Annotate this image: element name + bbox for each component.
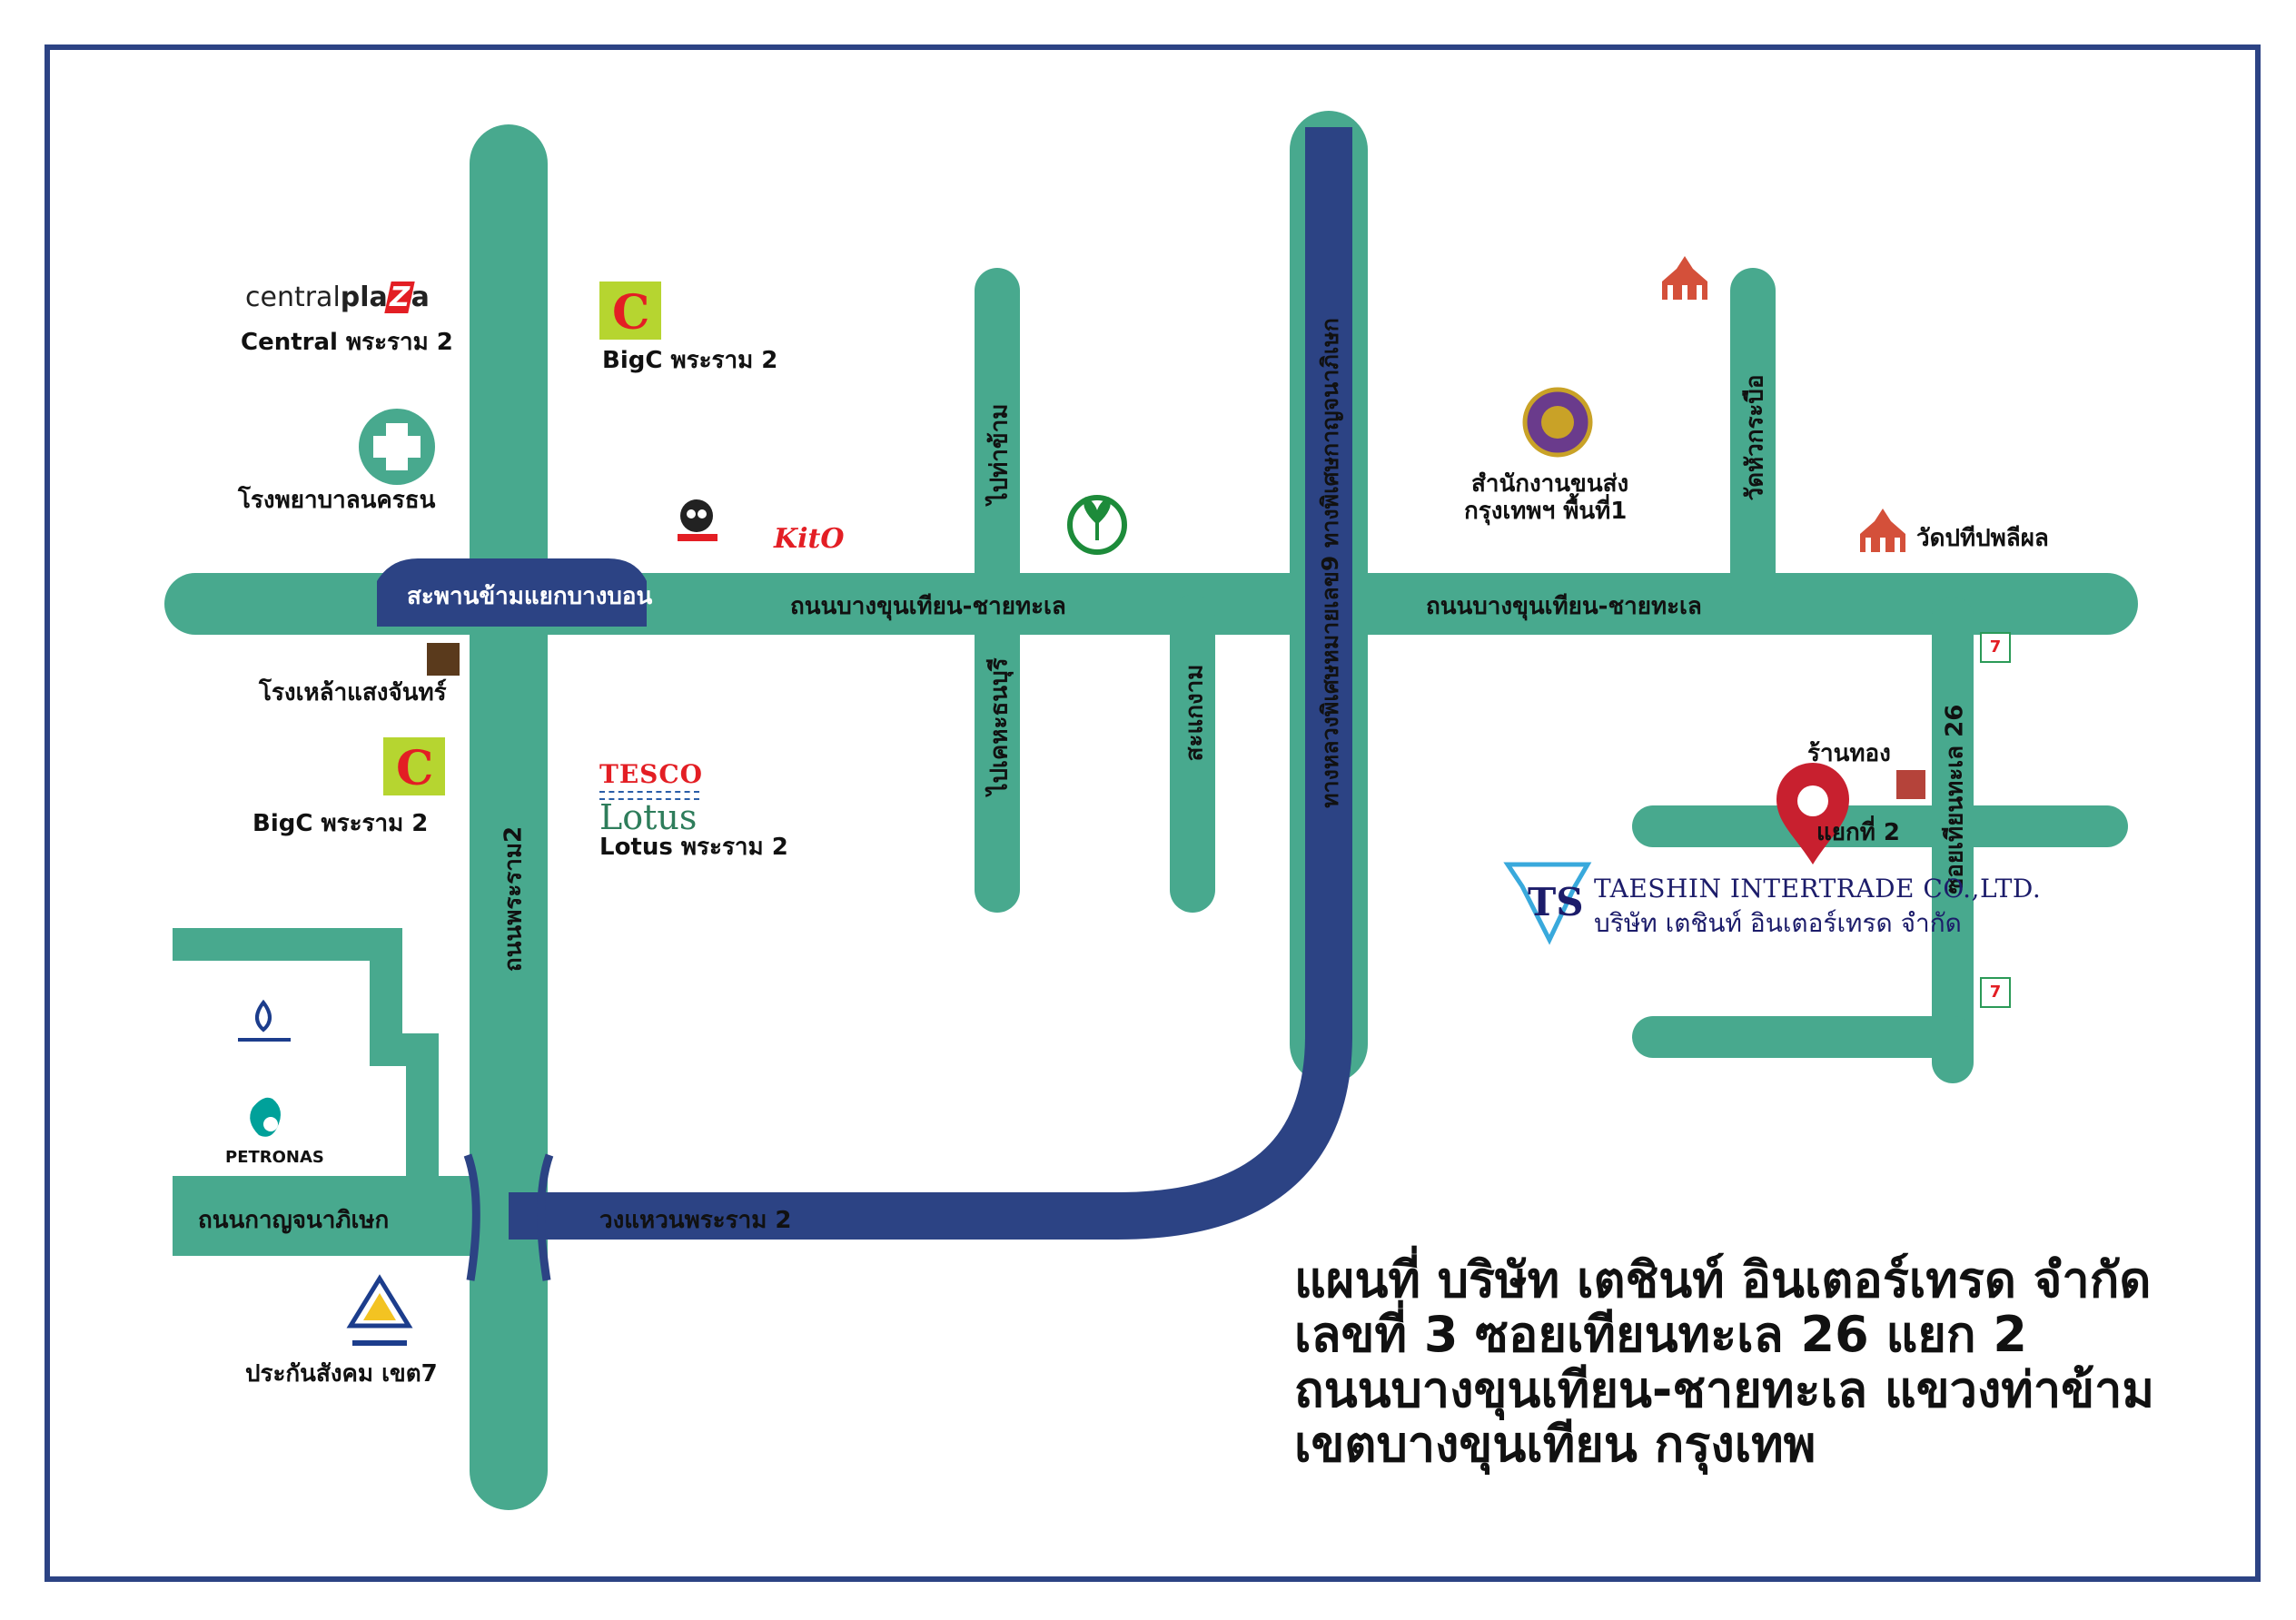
title-line-4: เขตบางขุนเทียน กรุงเทพ: [1294, 1416, 1816, 1474]
gold-shop-label: ร้านทอง: [1807, 740, 1891, 767]
temple-icon: [1662, 256, 1707, 300]
central-logo-text: central: [245, 282, 341, 313]
wat-pathip-label: วัดปทีปพลีผล: [1916, 525, 2049, 552]
tesco-text: TESCO: [599, 759, 704, 789]
bridge: [377, 558, 647, 627]
central-logo-z: Z: [384, 282, 415, 313]
petronas-logo: [250, 1097, 281, 1137]
title-line-3: ถนนบางขุนเทียน-ชายทะเล แขวงท่าข้าม: [1294, 1360, 2155, 1418]
brewery-label: โรงเหล้าแสงจันทร์: [259, 679, 447, 706]
main-road-label-right: ถนนบางขุนเทียน-ชายทะเล: [1426, 593, 1702, 620]
petronas-label: PETRONAS: [225, 1148, 324, 1167]
gold-shop-icon: [1896, 770, 1925, 799]
company-name: TAESHIN INTERTRADE CO.,LTD. บริษัท เตชิน…: [1594, 874, 2041, 943]
central-plaza-logo: centralplaZa: [245, 282, 430, 313]
yaek2-label: แยกที่ 2: [1816, 819, 1901, 846]
company-name-en: TAESHIN INTERTRADE CO.,LTD.: [1594, 874, 2042, 904]
ring-rama2-label: วงแหวนพระราม 2: [599, 1207, 792, 1234]
shop-logo: [678, 499, 718, 541]
government-seal-icon: [1522, 387, 1593, 458]
kasikorn-bank-icon: [1067, 495, 1127, 555]
kito-logo: KitO: [774, 523, 845, 555]
rama2-label: ถนนพระราม2: [500, 825, 528, 973]
transport-office-label: สำนักงานขนส่ง: [1471, 470, 1629, 498]
seven-eleven-icon: 7: [1980, 632, 2011, 663]
company-name-th: บริษัท เตชินท์ อินเตอร์เทรด จำกัด: [1594, 908, 1962, 938]
brewery-icon: [427, 643, 460, 676]
central-logo-pla: pla: [340, 282, 388, 313]
sso-label: ประกันสังคม เขต7: [245, 1360, 438, 1388]
transport-office-label-2: กรุงเทพฯ พื้นที่1: [1464, 498, 1628, 525]
bangkok-bank-logo: [238, 999, 291, 1042]
map-title: แผนที่ บริษัท เตชินท์ อินเตอร์เทรด จำกัด…: [1294, 1251, 2155, 1474]
tesco-stripes: [599, 791, 699, 800]
tesco-lotus-logo: TESCO Lotus: [599, 759, 704, 837]
road-kanchana-branch: [173, 928, 439, 1180]
svg-text:TS: TS: [1528, 880, 1584, 924]
hospital-label: โรงพยาบาลนครธน: [238, 487, 436, 514]
central-logo-a: a: [411, 282, 430, 313]
title-line-2: เลขที่ 3 ซอยเทียนทะเล 26 แยก 2: [1294, 1306, 2027, 1364]
kanchana-label: ถนนกาญจนาภิเษก: [198, 1207, 390, 1234]
seven-eleven-icon: 7: [1980, 977, 2011, 1008]
sakaengam-label: สะแกงาม: [1181, 664, 1209, 762]
main-road-label-left: ถนนบางขุนเทียน-ชายทะเล: [790, 593, 1066, 620]
taeshin-logo: TS: [1503, 862, 1592, 945]
bigc-icon-letter: C: [396, 741, 434, 796]
bigc-bottom-label: BigC พระราม 2: [252, 810, 429, 837]
to-khet-label: ไปเคหะธนบุรี: [985, 657, 1014, 795]
wat-huakrabue-label: วัดหัวกระบือ: [1741, 374, 1769, 501]
soi-tianthale-label: ซอยเทียนทะเล 26: [1941, 704, 1969, 894]
temple-icon: [1860, 509, 1905, 552]
expressway: [509, 127, 1352, 1240]
bigc-icon-letter: C: [612, 285, 650, 341]
expressway-label: ทางหลวงพิเศษหมายเลข9 ทางพิเศษกาญจนาภิเษก: [1317, 318, 1343, 808]
overpass-right: [537, 1153, 554, 1281]
bigc-icon: C: [599, 282, 661, 341]
central-label: Central พระราม 2: [241, 329, 453, 356]
cross-icon: [359, 409, 435, 485]
to-thakham-label: ไปท่าข้าม: [985, 403, 1014, 505]
bridge-label: สะพานข้ามแยกบางบอน: [407, 583, 653, 610]
lotus-text: Lotus: [599, 797, 698, 837]
lotus-label: Lotus พระราม 2: [599, 834, 788, 861]
title-line-1: แผนที่ บริษัท เตชินท์ อินเตอร์เทรด จำกัด: [1294, 1251, 2152, 1309]
bigc-icon: C: [383, 737, 445, 796]
road-kanchana: [173, 1176, 509, 1256]
map-pin-icon: [1776, 763, 1849, 864]
overpass-left: [463, 1153, 480, 1281]
map-border: [45, 44, 2261, 1582]
social-security-logo: [346, 1274, 413, 1346]
bigc-top-label: BigC พระราม 2: [602, 347, 778, 374]
